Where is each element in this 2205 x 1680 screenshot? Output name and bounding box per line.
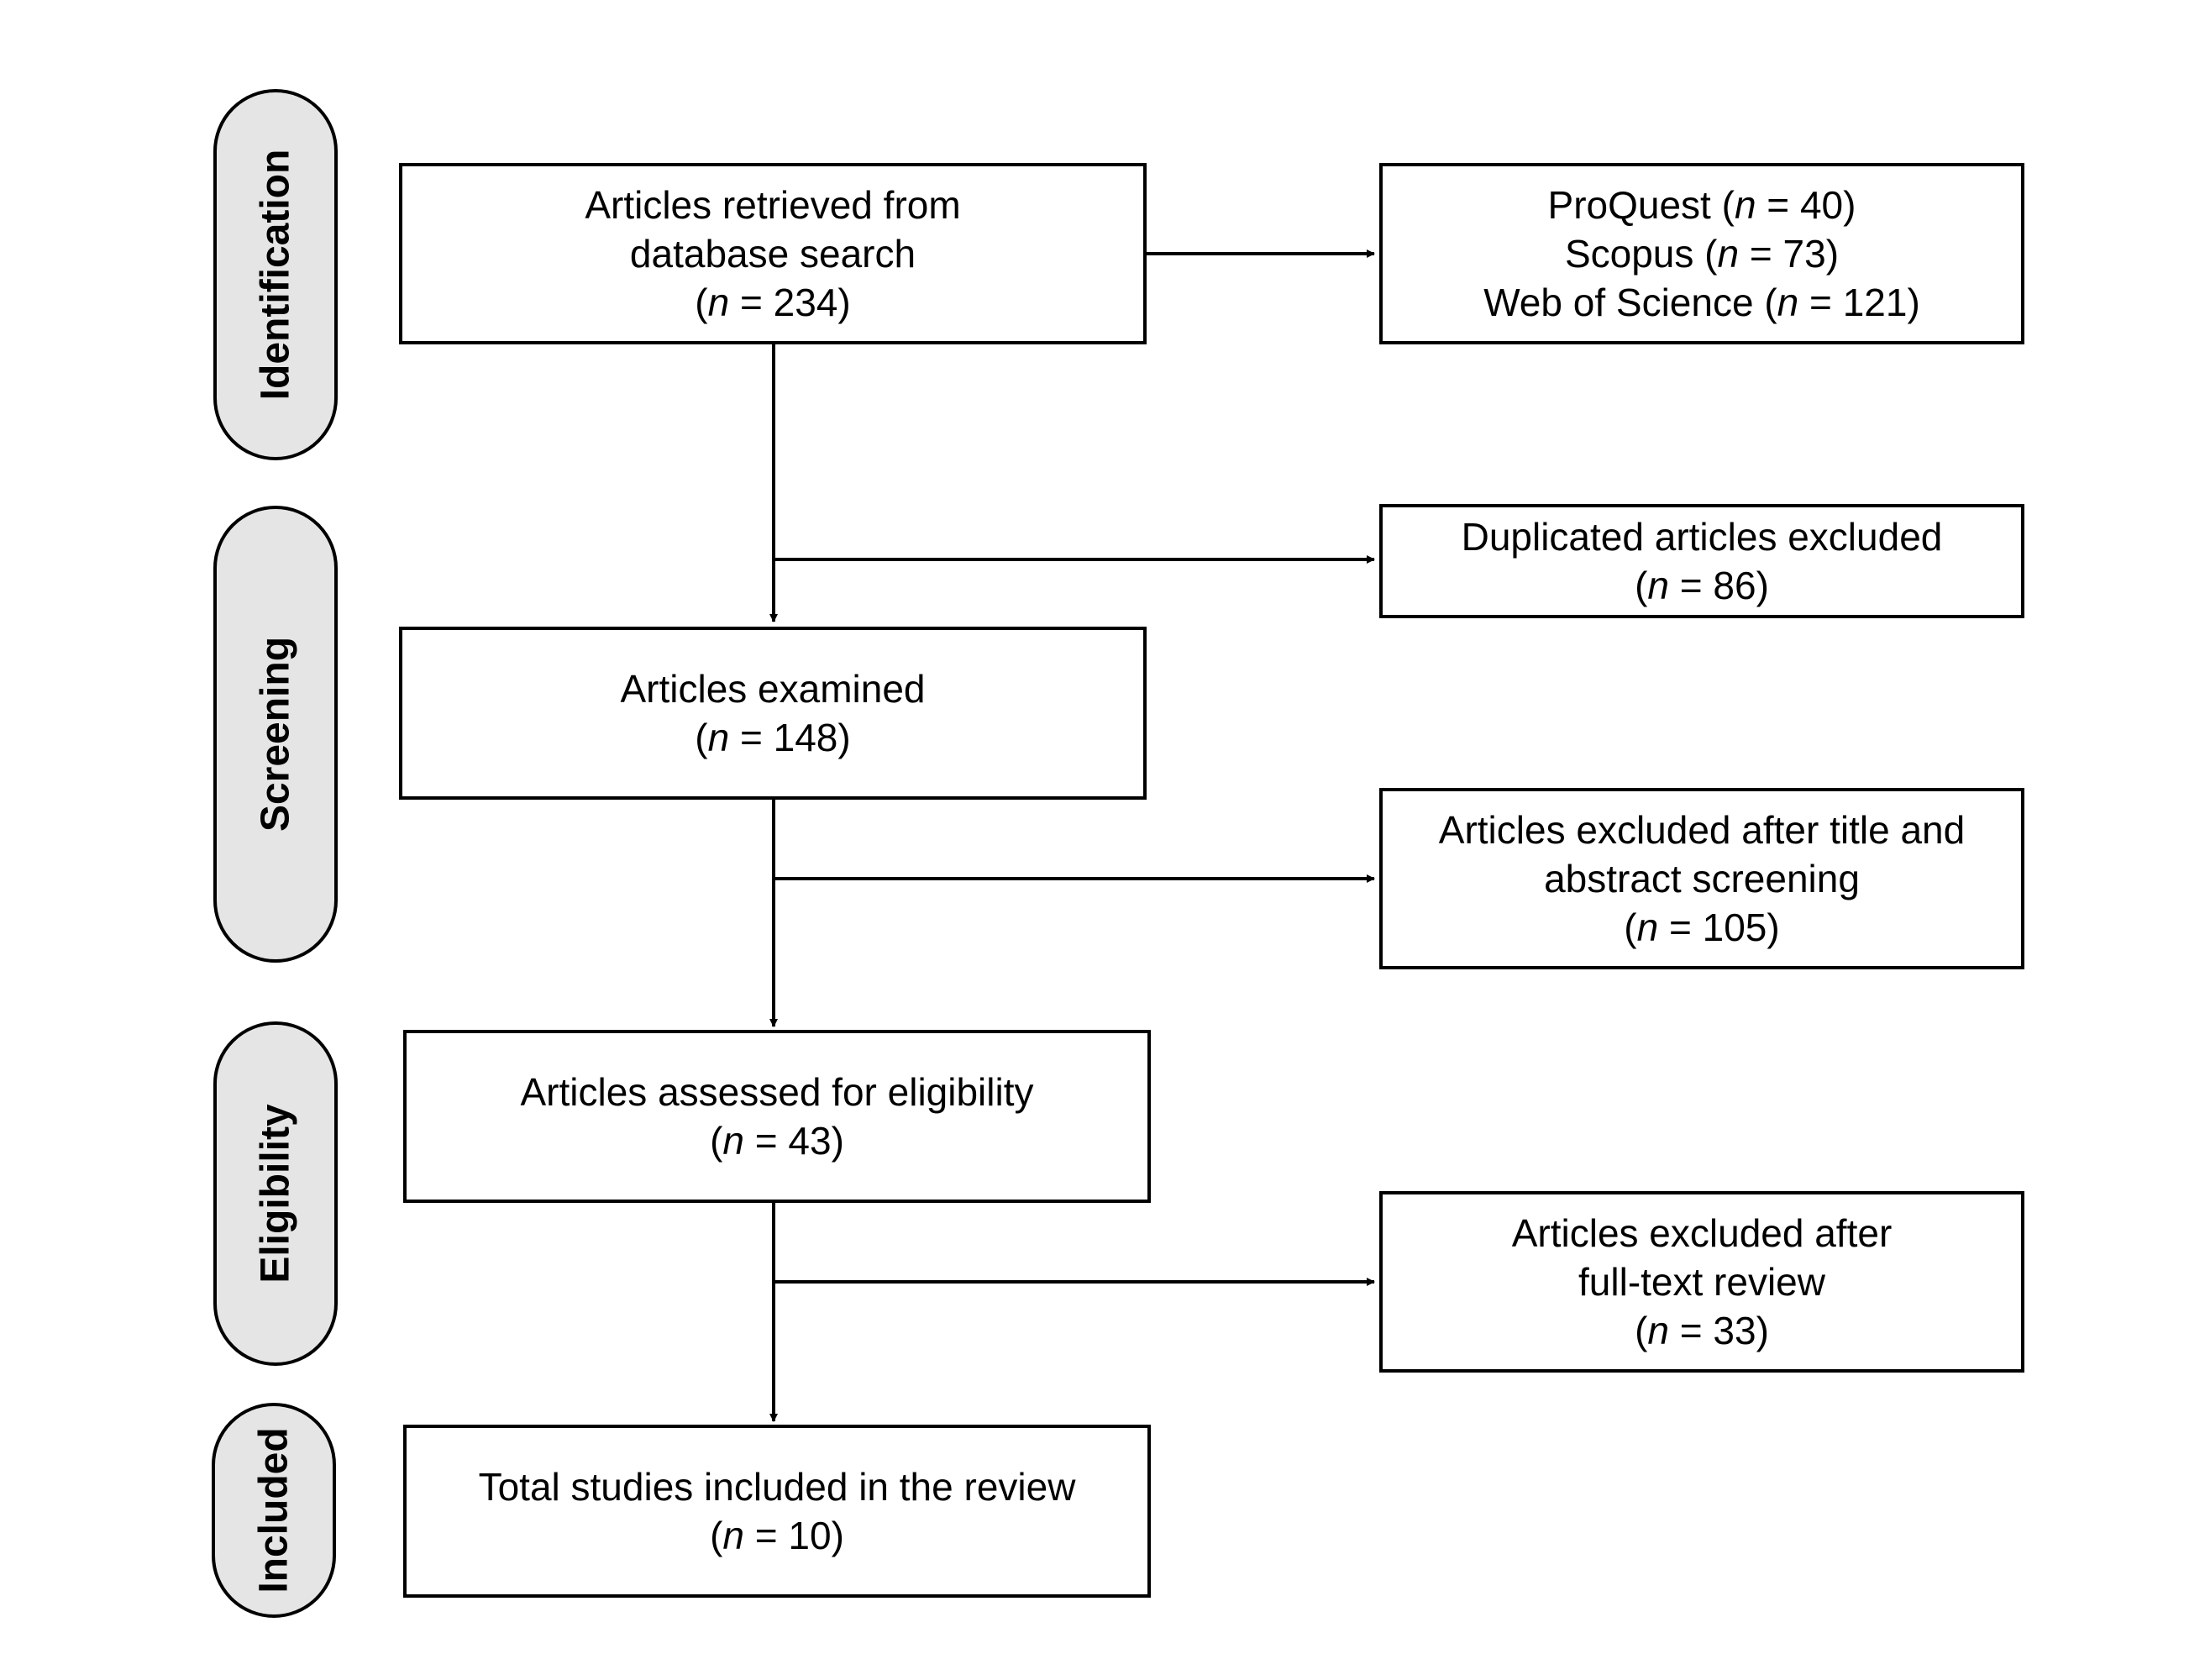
stage-identification: Identification: [213, 89, 338, 460]
box-studies-included: Total studies included in the review (n …: [403, 1425, 1151, 1598]
box-text-line: Articles excluded after: [1511, 1211, 1893, 1255]
count-line: (n = 43): [710, 1119, 844, 1163]
box-excluded-fulltext: Articles excluded after full-text review…: [1379, 1191, 2024, 1373]
count-value: 86: [1713, 564, 1756, 607]
count-value: 148: [773, 716, 838, 759]
database-proquest: ProQuest (n = 40): [1547, 183, 1856, 227]
count-line: (n = 148): [695, 716, 851, 759]
box-text-line: database search: [629, 232, 916, 276]
box-excluded-title-abstract: Articles excluded after title and abstra…: [1379, 788, 2024, 969]
database-web-of-science: Web of Science (n = 121): [1483, 281, 1920, 324]
count-line: (n = 105): [1624, 906, 1780, 949]
box-text-line: Articles excluded after title and: [1438, 808, 1966, 852]
n-symbol: n: [1636, 906, 1659, 949]
count-value: 10: [788, 1514, 832, 1557]
equals-sign: =: [729, 281, 774, 324]
count-line: (n = 33): [1635, 1309, 1769, 1352]
equals-sign: =: [1798, 281, 1843, 324]
stage-eligibility-label: Eligibility: [253, 1104, 298, 1284]
box-text-line: abstract screening: [1544, 857, 1860, 900]
stage-eligibility: Eligibility: [213, 1021, 338, 1366]
count-value: 40: [1799, 183, 1844, 227]
n-symbol: n: [1647, 564, 1669, 607]
box-text-line: full-text review: [1578, 1260, 1825, 1304]
n-symbol: n: [722, 1514, 744, 1557]
box-text-line: Articles retrieved from: [585, 183, 961, 227]
database-name: ProQuest: [1547, 183, 1711, 227]
equals-sign: =: [743, 1119, 789, 1163]
stage-identification-label: Identification: [253, 149, 298, 401]
box-duplicates-excluded: Duplicated articles excluded (n = 86): [1379, 504, 2024, 618]
database-name: Scopus: [1564, 232, 1694, 276]
count-value: 105: [1702, 906, 1767, 949]
stage-included-label: Included: [251, 1427, 297, 1593]
box-assessed-eligibility: Articles assessed for eligibility (n = 4…: [403, 1030, 1151, 1203]
n-symbol: n: [1734, 183, 1756, 227]
equals-sign: =: [1658, 906, 1703, 949]
database-scopus: Scopus (n = 73): [1564, 232, 1840, 276]
stage-screening-label: Screening: [253, 636, 298, 832]
equals-sign: =: [1756, 183, 1800, 227]
count-value: 43: [788, 1119, 832, 1163]
equals-sign: =: [743, 1514, 789, 1557]
equals-sign: =: [1739, 232, 1783, 276]
stage-included: Included: [212, 1403, 336, 1618]
n-symbol: n: [707, 281, 730, 324]
box-database-sources: ProQuest (n = 40) Scopus (n = 73) Web of…: [1379, 163, 2024, 344]
box-articles-examined: Articles examined (n = 148): [399, 627, 1147, 800]
count-value: 121: [1842, 281, 1908, 324]
box-text-line: Articles examined: [620, 667, 926, 711]
n-symbol: n: [1647, 1309, 1669, 1352]
database-name: Web of Science: [1483, 281, 1754, 324]
count-line: (n = 86): [1635, 564, 1769, 607]
stage-screening: Screening: [213, 506, 338, 963]
count-value: 33: [1713, 1309, 1756, 1352]
box-articles-retrieved: Articles retrieved from database search …: [399, 163, 1147, 344]
n-symbol: n: [1777, 281, 1799, 324]
count-line: (n = 10): [710, 1514, 844, 1557]
count-value: 73: [1782, 232, 1826, 276]
equals-sign: =: [729, 716, 774, 759]
n-symbol: n: [707, 716, 730, 759]
box-text-line: Total studies included in the review: [478, 1465, 1076, 1509]
n-symbol: n: [722, 1119, 744, 1163]
box-text-line: Duplicated articles excluded: [1461, 515, 1943, 559]
count-value: 234: [773, 281, 838, 324]
box-text-line: Articles assessed for eligibility: [520, 1070, 1034, 1114]
count-line: (n = 234): [695, 281, 851, 324]
n-symbol: n: [1717, 232, 1740, 276]
equals-sign: =: [1668, 1309, 1714, 1352]
equals-sign: =: [1668, 564, 1714, 607]
